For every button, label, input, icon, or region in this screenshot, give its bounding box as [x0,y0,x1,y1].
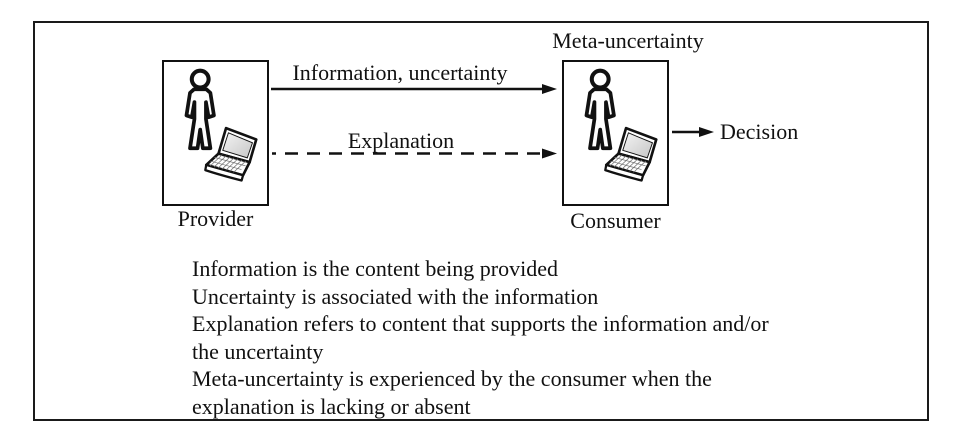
notes-block: Information is the content being provide… [192,255,769,420]
information-arrow-label: Information, uncertainty [292,60,508,85]
person-icon [186,71,213,148]
provider-box [162,60,269,206]
decision-label: Decision [720,119,799,144]
consumer-illustration [564,62,658,182]
provider-label: Provider [177,206,254,231]
meta-uncertainty-label: Meta-uncertainty [552,28,704,53]
person-icon [586,71,613,148]
provider-illustration [164,62,258,182]
consumer-box [562,60,669,206]
explanation-arrow-label: Explanation [347,128,455,153]
laptop-icon [203,126,258,182]
note-line: Explanation refers to content that suppo… [192,311,769,336]
consumer-label: Consumer [570,208,661,233]
note-line: explanation is lacking or absent [192,393,471,419]
note-line: Information is the content being provide… [192,256,558,281]
laptop-icon [603,126,658,182]
note-line: Uncertainty is associated with the infor… [192,283,599,309]
note-line: Meta-uncertainty is experienced by the c… [192,366,712,391]
note-line: the uncertainty [192,338,324,364]
